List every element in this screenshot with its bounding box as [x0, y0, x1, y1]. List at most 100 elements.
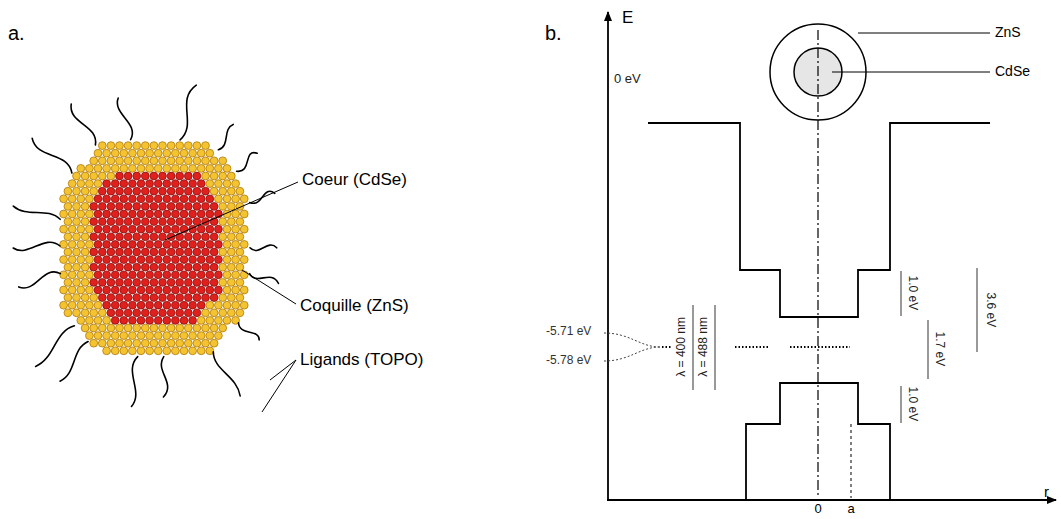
core-atom: [111, 225, 119, 233]
shell-atom: [219, 263, 227, 271]
shell-atom: [107, 324, 115, 332]
core-atom: [202, 203, 210, 211]
shell-atom: [227, 172, 235, 180]
shell-atom: [77, 286, 85, 294]
core-atom: [98, 248, 106, 256]
shell-atom: [86, 317, 94, 325]
core-atom: [141, 203, 149, 211]
core-atom: [210, 248, 218, 256]
shell-atom: [68, 301, 76, 309]
core-atom: [172, 286, 180, 294]
core-atom: [116, 248, 124, 256]
axis-label: E: [622, 8, 633, 28]
leader-lines: [165, 182, 298, 412]
core-atom: [159, 294, 167, 302]
core-atom: [180, 317, 188, 325]
shell-atom: [215, 195, 223, 203]
leader-line: [242, 270, 296, 304]
core-atom: [189, 301, 197, 309]
scale-bar: [976, 268, 977, 352]
core-atom: [98, 203, 106, 211]
shell-atom: [227, 233, 235, 241]
core-atom: [129, 256, 137, 264]
shell-atom: [232, 286, 240, 294]
core-atom: [107, 294, 115, 302]
shell-atom: [154, 149, 162, 157]
core-atom: [141, 248, 149, 256]
shell-atom: [167, 324, 175, 332]
axis-tick: a: [847, 502, 854, 517]
shell-atom: [240, 195, 248, 203]
shell-atom: [176, 324, 184, 332]
shell-atom: [223, 301, 231, 309]
core-atom: [206, 195, 214, 203]
core-atom: [133, 248, 141, 256]
core-atom: [137, 210, 145, 218]
shell-atom: [159, 324, 167, 332]
shell-atom: [210, 157, 218, 165]
shell-atom: [64, 203, 72, 211]
core-atom: [150, 172, 158, 180]
core-atom: [111, 241, 119, 249]
core-atom: [184, 203, 192, 211]
shell-atom: [111, 347, 119, 355]
level-leaders: [604, 333, 660, 361]
core-atom: [163, 256, 171, 264]
core-atom: [193, 263, 201, 271]
core-atom: [167, 294, 175, 302]
core-atom: [120, 241, 128, 249]
shell-atom: [81, 203, 89, 211]
ligand-chain: [218, 124, 233, 149]
core-atom: [154, 195, 162, 203]
wavelength-label: λ = 488 nm: [697, 317, 711, 377]
core-atom: [103, 225, 111, 233]
core-atom: [94, 195, 102, 203]
conduction-band: [648, 123, 990, 317]
shell-atom: [159, 142, 167, 150]
ligand-chain: [250, 245, 277, 250]
shell-atom: [219, 187, 227, 195]
shell-atom: [176, 157, 184, 165]
core-atom: [159, 203, 167, 211]
shell-atom: [94, 180, 102, 188]
core-atom: [94, 241, 102, 249]
shell-atom: [172, 332, 180, 340]
valence-band: [746, 383, 890, 500]
core-atom: [124, 263, 132, 271]
shell-atom: [197, 347, 205, 355]
shell-atom: [236, 233, 244, 241]
dotted-leader: [604, 333, 660, 347]
core-atom: [172, 271, 180, 279]
core-atom: [163, 286, 171, 294]
ligand-chain: [180, 85, 196, 140]
shell-atom: [150, 142, 158, 150]
shell-atom: [77, 180, 85, 188]
shell-atom: [240, 210, 248, 218]
core-atom: [150, 248, 158, 256]
shell-atom: [150, 157, 158, 165]
core-atom: [111, 271, 119, 279]
core-atom: [197, 210, 205, 218]
core-atom: [193, 218, 201, 226]
core-atom: [176, 294, 184, 302]
shell-atom: [163, 347, 171, 355]
core-atom: [193, 203, 201, 211]
shell-atom: [81, 187, 89, 195]
shell-atom: [184, 324, 192, 332]
shell-atom: [232, 225, 240, 233]
core-atom: [137, 225, 145, 233]
shell-atom: [197, 332, 205, 340]
shell-atom: [64, 187, 72, 195]
shell-atom: [98, 157, 106, 165]
core-atom: [180, 271, 188, 279]
shell-atom: [94, 149, 102, 157]
core-atom: [167, 279, 175, 287]
shell-atom: [77, 225, 85, 233]
core-atom: [116, 203, 124, 211]
core-atom: [189, 271, 197, 279]
ligand-chain: [19, 272, 61, 288]
shell-atom: [133, 324, 141, 332]
shell-atom: [103, 347, 111, 355]
shell-atom: [116, 142, 124, 150]
shell-atom: [64, 233, 72, 241]
